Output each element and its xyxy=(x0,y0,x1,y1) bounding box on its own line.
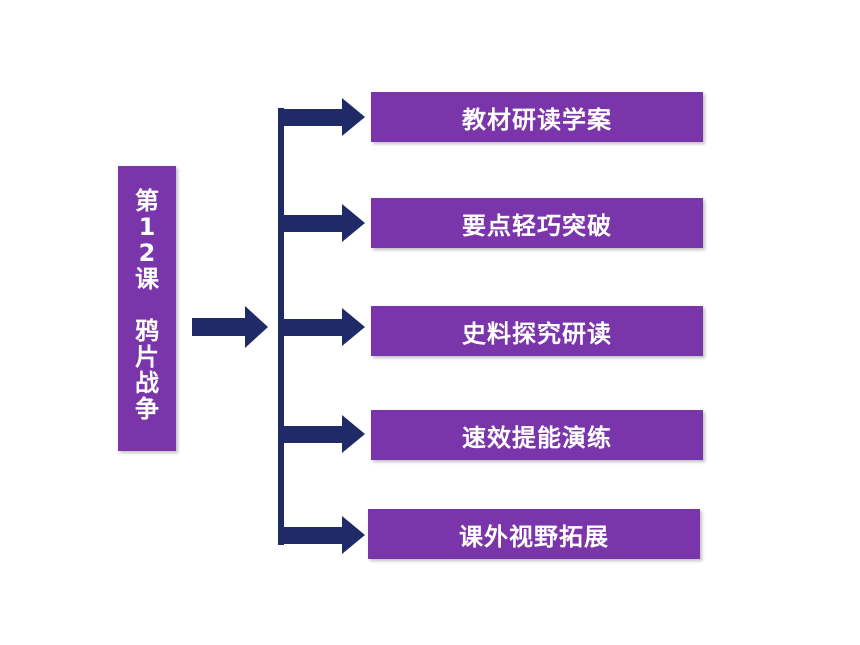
item-label: 课外视野拓展 xyxy=(459,522,609,551)
lesson-topic: 鸦片战争 xyxy=(135,317,159,423)
item-button-4[interactable]: 速效提能演练 xyxy=(371,410,703,460)
main-arrow xyxy=(192,306,268,348)
item-button-2[interactable]: 要点轻巧突破 xyxy=(371,198,703,248)
branch-arrow-5 xyxy=(284,516,365,554)
branch-arrow-3 xyxy=(284,308,365,346)
lesson-title-box: 第12课 鸦片战争 xyxy=(118,166,176,451)
item-button-1[interactable]: 教材研读学案 xyxy=(371,92,703,142)
branch-arrow-4 xyxy=(284,415,365,453)
item-label: 要点轻巧突破 xyxy=(462,211,612,240)
item-button-5[interactable]: 课外视野拓展 xyxy=(368,509,700,559)
branch-arrow-1 xyxy=(284,98,365,136)
item-button-3[interactable]: 史料探究研读 xyxy=(371,306,703,356)
branch-arrow-2 xyxy=(284,204,365,242)
bracket-line xyxy=(278,108,284,545)
item-label: 速效提能演练 xyxy=(462,423,612,452)
item-label: 史料探究研读 xyxy=(462,319,612,348)
lesson-number: 第12课 xyxy=(135,187,159,293)
item-label: 教材研读学案 xyxy=(462,105,612,134)
